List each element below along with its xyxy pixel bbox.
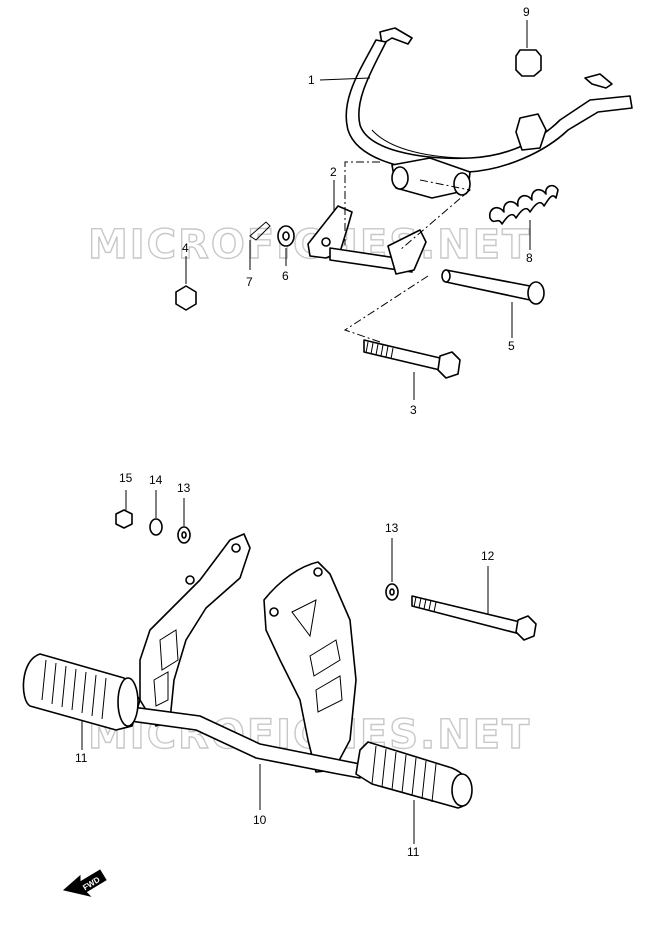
callout-13-right: 13 — [385, 521, 399, 535]
callout-11-right: 11 — [407, 845, 420, 859]
pivot-pin — [441, 269, 545, 305]
callout-6: 6 — [282, 269, 289, 283]
stand-lug — [387, 229, 427, 275]
callout-11-left: 11 — [75, 751, 88, 765]
callout-3: 3 — [410, 403, 417, 417]
callout-5: 5 — [508, 339, 515, 353]
footrest-bar — [107, 703, 361, 779]
center-stand — [345, 27, 633, 199]
nut-15 — [115, 509, 133, 529]
callout-4: 4 — [182, 241, 189, 255]
callout-9: 9 — [523, 5, 530, 19]
callout-15: 15 — [119, 471, 133, 485]
footrest-bracket-right — [263, 561, 357, 773]
alignment-line-2 — [399, 179, 472, 251]
lock-washer-14 — [149, 518, 163, 536]
washer-13-left — [177, 526, 191, 544]
pivot-bracket — [307, 205, 353, 259]
callout-12: 12 — [481, 549, 495, 563]
callout-1: 1 — [308, 73, 315, 87]
washer-6 — [277, 225, 295, 247]
stopper-rubber — [515, 49, 542, 77]
cotter-pin — [249, 221, 271, 241]
pivot-shaft — [329, 247, 413, 273]
callout-7: 7 — [246, 275, 253, 289]
bolt-3 — [363, 339, 461, 379]
callout-2: 2 — [330, 165, 337, 179]
footpeg-rubber-right — [355, 741, 473, 809]
alignment-line-3 — [343, 275, 429, 343]
washer-13-right — [385, 583, 399, 601]
footrest-bracket-left — [139, 533, 251, 727]
callout-10: 10 — [253, 813, 267, 827]
footpeg-rubber-left — [22, 653, 141, 731]
nut-4 — [175, 285, 197, 311]
forward-arrow-icon: FWD — [62, 869, 107, 897]
alignment-line-1 — [344, 161, 380, 245]
bolt-12 — [411, 595, 537, 641]
callout-14: 14 — [149, 473, 163, 487]
stand-spring — [488, 184, 559, 225]
callout-13-left: 13 — [177, 481, 191, 495]
callout-8: 8 — [526, 251, 533, 265]
